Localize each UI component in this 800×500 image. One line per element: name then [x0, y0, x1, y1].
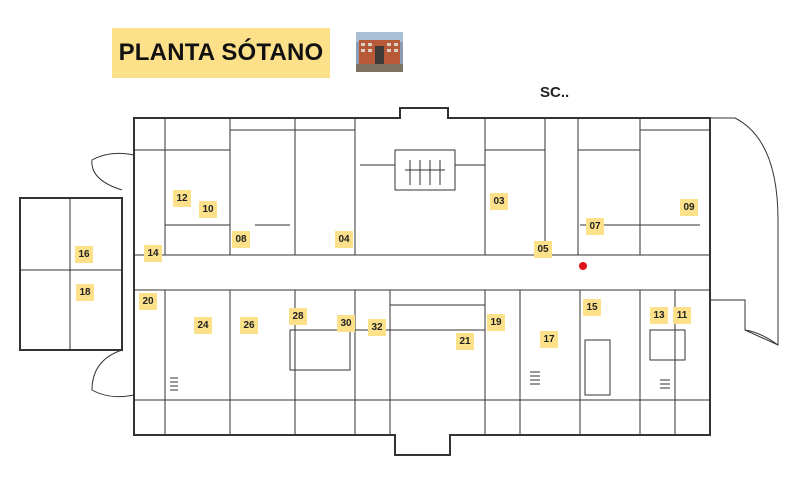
room-label-10: 10 [199, 201, 217, 218]
room-label-14: 14 [144, 245, 162, 262]
room-label-04: 04 [335, 231, 353, 248]
room-label-09: 09 [680, 199, 698, 216]
room-label-13: 13 [650, 307, 668, 324]
room-label-03: 03 [490, 193, 508, 210]
room-label-11: 11 [673, 307, 691, 324]
map-title: PLANTA SÓTANO [118, 39, 324, 66]
room-label-05: 05 [534, 241, 552, 258]
room-label-08: 08 [232, 231, 250, 248]
room-label-21: 21 [456, 333, 474, 350]
room-label-26: 26 [240, 317, 258, 334]
sc-label: SC.. [540, 84, 570, 101]
room-label-07: 07 [586, 218, 604, 235]
room-label-18: 18 [76, 284, 94, 301]
room-label-24: 24 [194, 317, 212, 334]
room-label-30: 30 [337, 315, 355, 332]
room-label-17: 17 [540, 331, 558, 348]
room-label-28: 28 [289, 308, 307, 325]
room-label-16: 16 [75, 246, 93, 263]
room-label-32: 32 [368, 319, 386, 336]
room-label-19: 19 [487, 314, 505, 331]
location-marker [579, 262, 587, 270]
room-label-20: 20 [139, 293, 157, 310]
room-label-15: 15 [583, 299, 601, 316]
map-title-box: PLANTA SÓTANO [112, 28, 330, 78]
room-label-12: 12 [173, 190, 191, 207]
building-photo [356, 32, 403, 72]
